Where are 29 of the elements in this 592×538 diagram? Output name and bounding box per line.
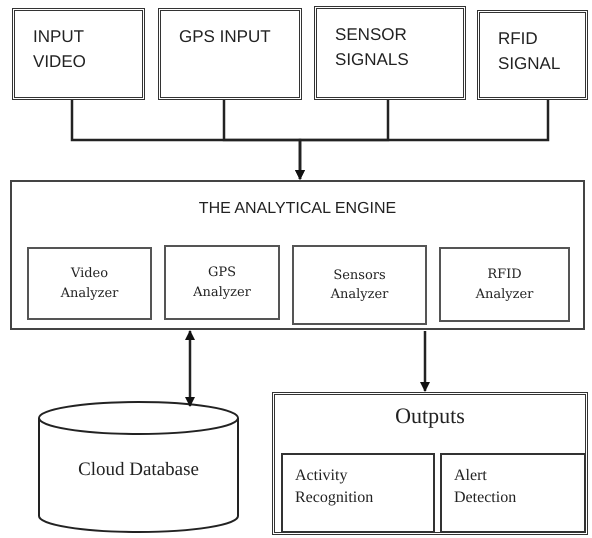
output-box [440,453,586,533]
outputs-box [272,392,588,535]
arrow [295,100,550,180]
node-label: GPS Analyzer [192,264,252,302]
database-cylinder [37,400,240,534]
node-label: INPUT VIDEO [33,26,87,73]
node-label: RFID SIGNAL [498,28,561,75]
node-label: RFID Analyzer [474,266,534,304]
input-box [12,8,145,100]
heading: Outputs [394,403,466,429]
output-box [281,453,435,533]
analyzer-box [27,247,152,320]
analyzer-box [439,247,570,322]
arrow [185,330,195,407]
input-box [314,6,466,100]
node-label: Video Analyzer [60,265,120,302]
node-label: GPS INPUT [179,26,272,48]
node-label: Activity Recognition [295,466,374,508]
engine-box [10,180,585,330]
node-label: Cloud Database [78,459,199,481]
node-label: Alert Detection [454,466,518,508]
input-box [158,8,302,100]
node-label: SENSOR SIGNALS [335,24,410,71]
node-label: Sensors Analyzer [330,266,390,304]
analyzer-box [292,245,427,325]
arrow [420,331,430,392]
analyzer-box [164,245,280,320]
input-box [477,10,588,100]
heading: THE ANALYTICAL ENGINE [198,200,398,218]
